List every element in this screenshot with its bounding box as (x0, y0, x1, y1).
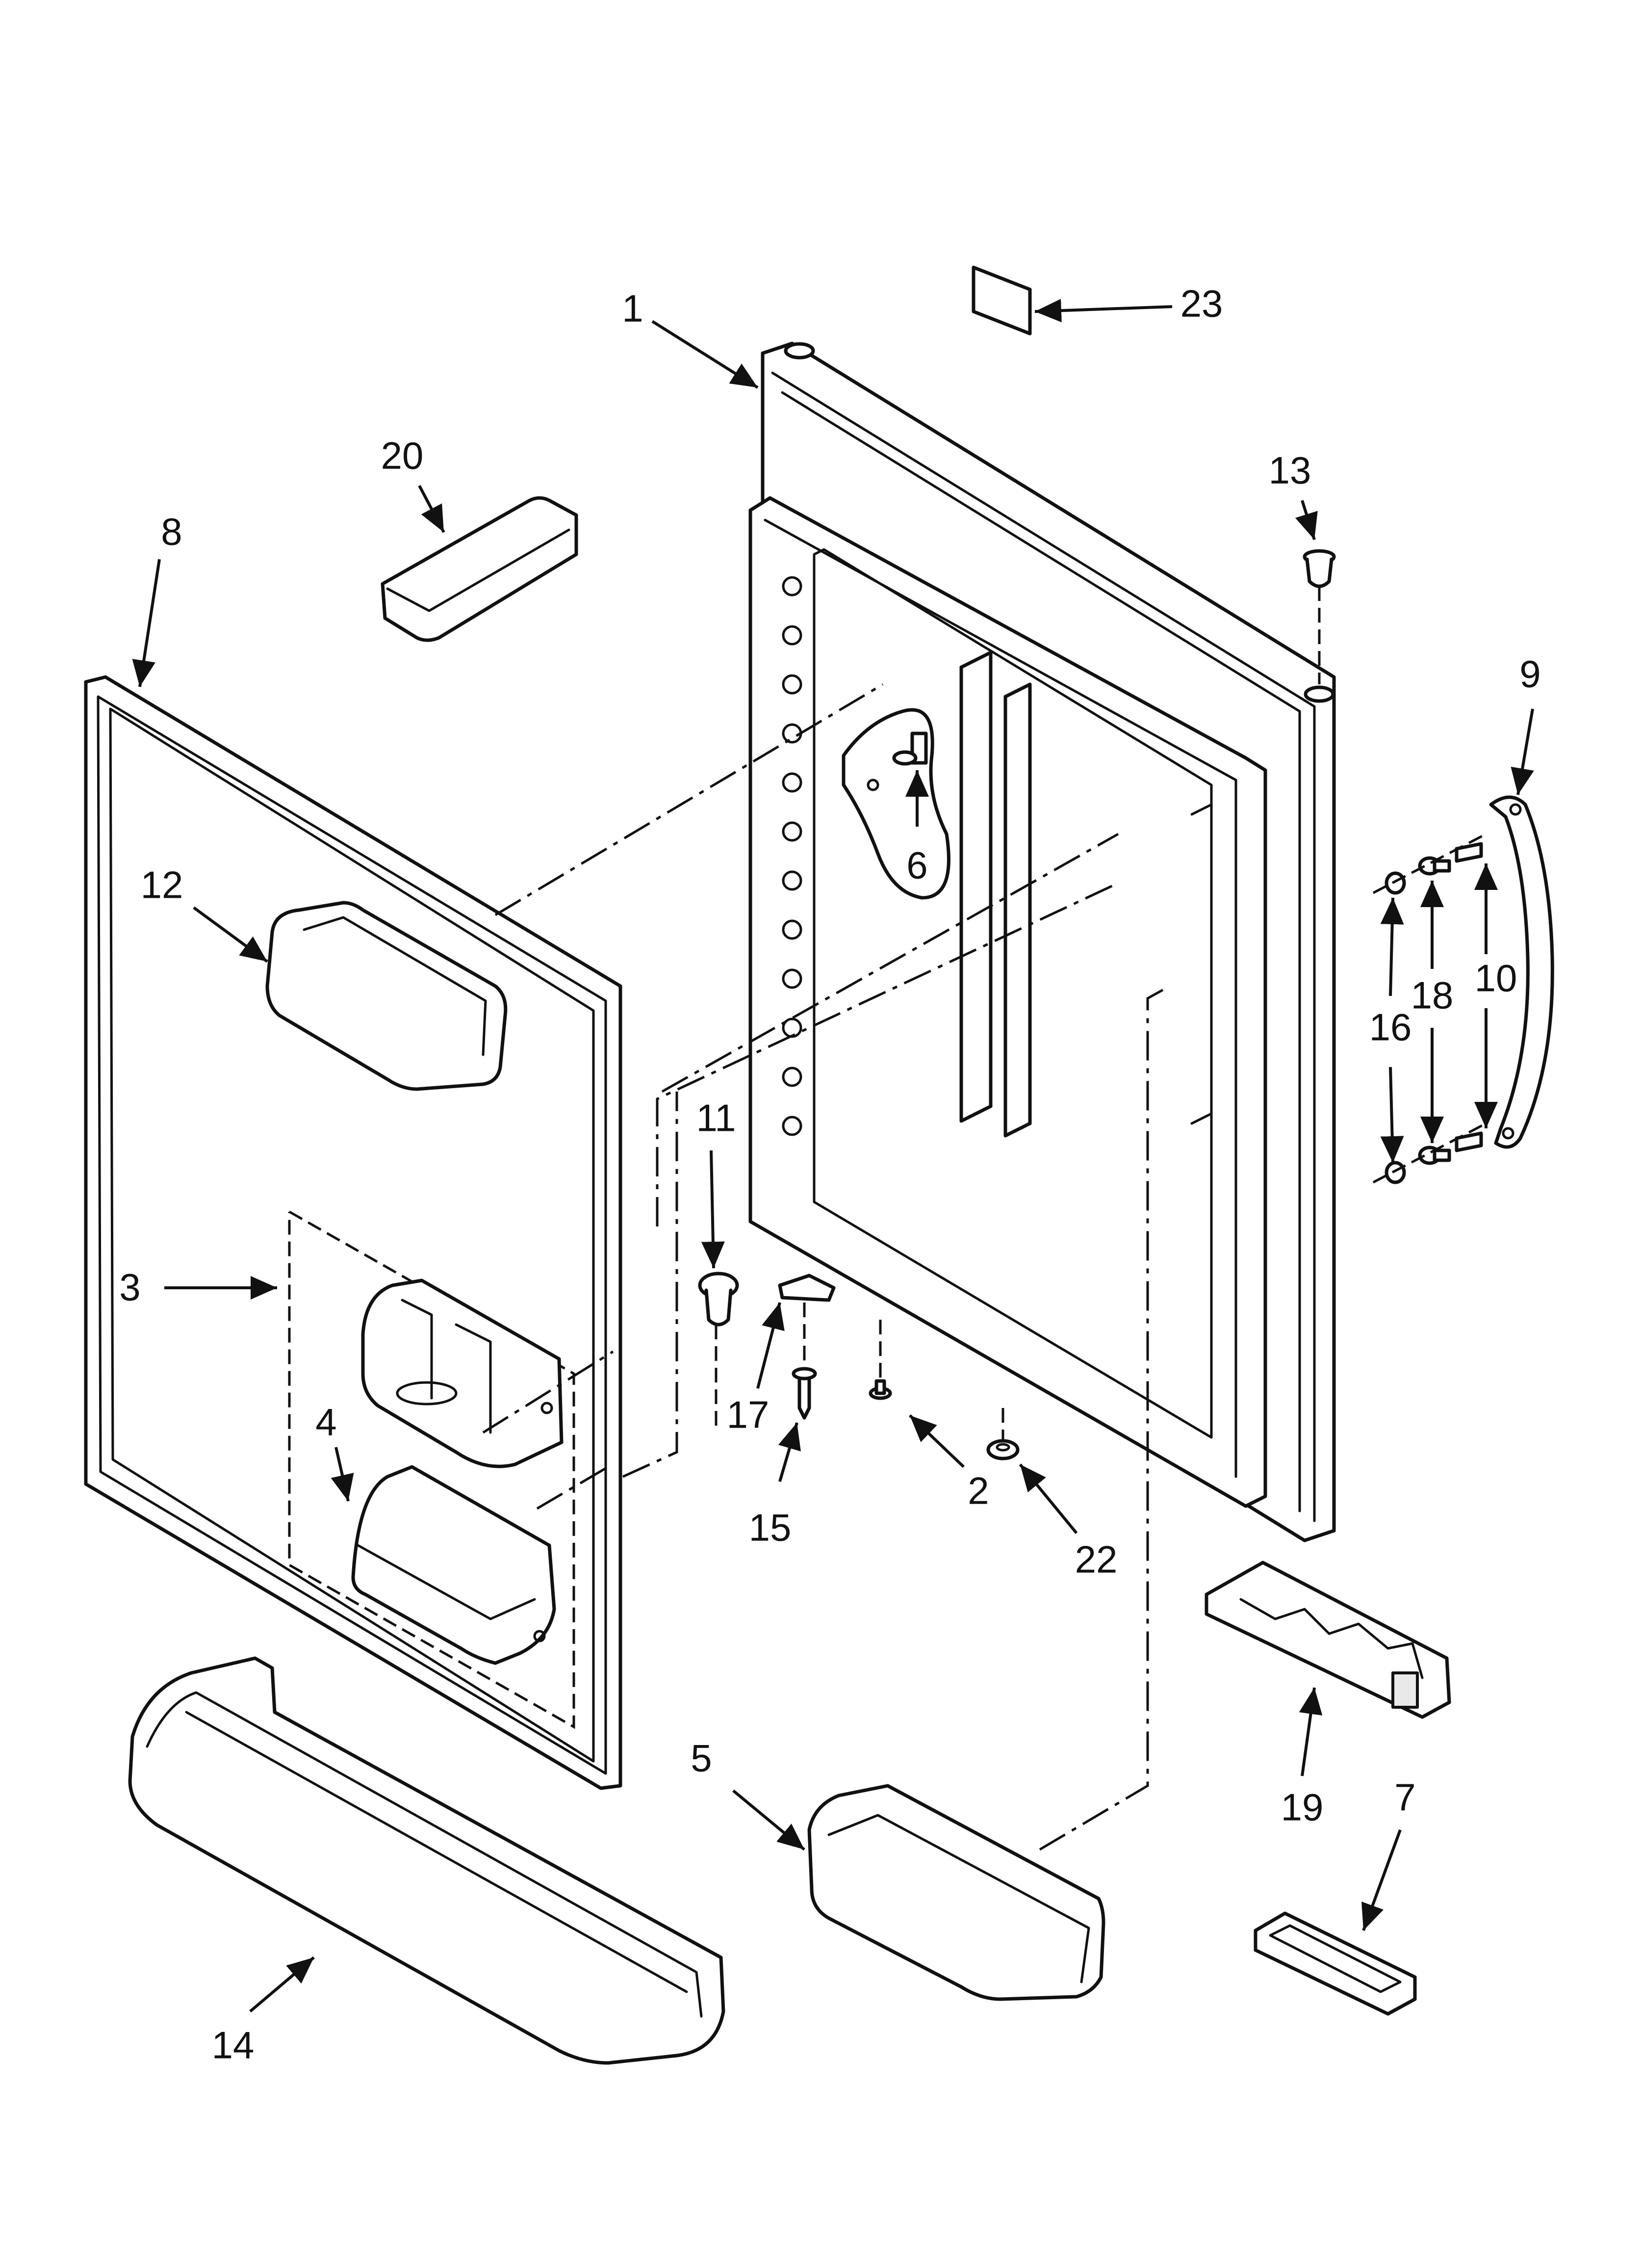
callout-15: 15 (749, 1506, 792, 1549)
part-19-egg-tray (1205, 1561, 1451, 1719)
callout-12: 12 (141, 863, 183, 907)
callout-9: 9 (1519, 652, 1540, 696)
callout-2: 2 (968, 1469, 989, 1512)
callout-5: 5 (691, 1737, 712, 1780)
part-20-tray (381, 496, 578, 642)
callout-4: 4 (315, 1401, 336, 1444)
assembly-lines (482, 586, 1487, 1851)
callout-20: 20 (381, 434, 424, 477)
part-12-bin (265, 901, 508, 1091)
part-7-dish (1254, 1911, 1417, 2016)
module-upper-cover (361, 1278, 564, 1468)
part-5-bin (807, 1784, 1105, 2001)
callout-10: 10 (1475, 957, 1517, 1000)
callout-11: 11 (696, 1096, 736, 1140)
callout-18: 18 (1411, 974, 1454, 1017)
callout-13: 13 (1269, 449, 1311, 492)
part-6-bracket (842, 708, 950, 900)
hardware-screws (698, 842, 1483, 1460)
callout-23: 23 (1180, 282, 1223, 325)
callout-14: 14 (212, 2024, 255, 2067)
part-1-door-frame (748, 341, 1336, 1542)
callout-8: 8 (161, 510, 182, 553)
callout-6: 6 (906, 844, 927, 887)
callout-1: 1 (622, 287, 643, 330)
callout-17: 17 (727, 1393, 770, 1436)
callout-labels: 1 23 20 13 8 9 6 12 18 10 16 11 3 17 4 2… (119, 282, 1540, 2067)
part-23-label (972, 265, 1032, 336)
callout-3: 3 (119, 1266, 140, 1309)
part-14-long-bin (128, 1656, 725, 2065)
callout-16: 16 (1369, 1006, 1412, 1049)
callout-22: 22 (1075, 1538, 1118, 1581)
callout-19: 19 (1281, 1786, 1324, 1829)
callout-7: 7 (1394, 1776, 1415, 1819)
part-4-compartment (351, 1465, 556, 1665)
leader-arrows (132, 299, 1534, 2013)
part-13-plug (1303, 549, 1336, 588)
part-9-handle (1489, 795, 1554, 1149)
